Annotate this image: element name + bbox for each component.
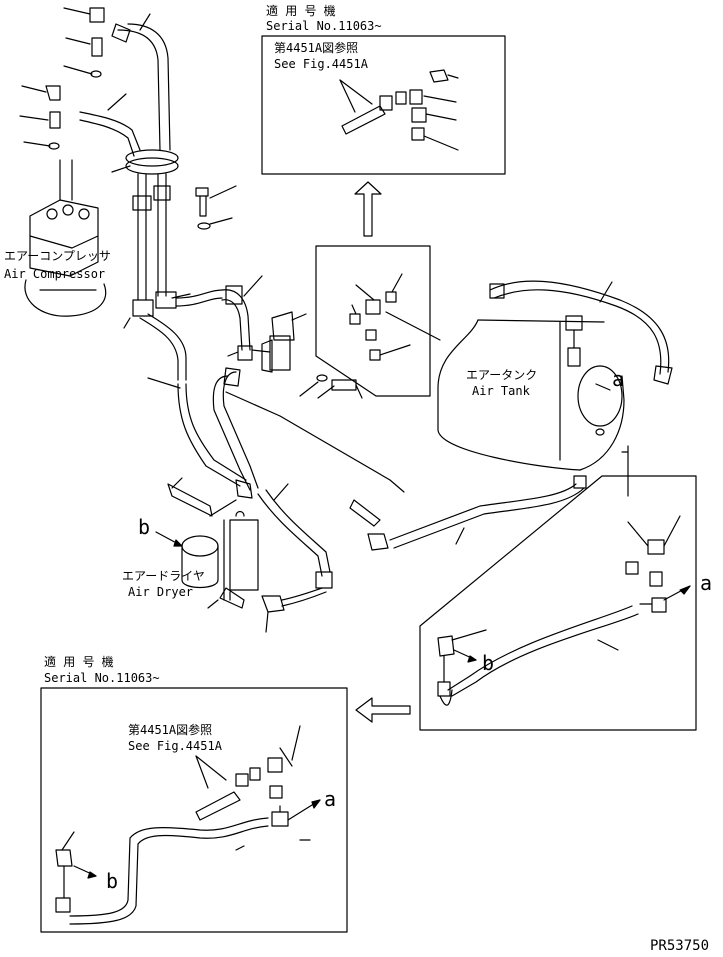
- delivery-tubes: [79, 13, 223, 381]
- governor-area: [221, 275, 363, 399]
- tank-label-jp: エアータンク: [466, 368, 537, 382]
- top-fig-jp: 第4451A図参照: [274, 40, 358, 55]
- compressor-label-jp: エアーコンプレッサ: [4, 249, 111, 263]
- top-serial-jp: 適 用 号 機: [266, 3, 336, 18]
- top-detail-parts: [339, 69, 459, 151]
- compressor-callouts: [19, 7, 105, 150]
- dryer-line: [147, 367, 405, 499]
- tank-label-en: Air Tank: [472, 384, 531, 398]
- dryer-outlet-tube: [257, 483, 333, 633]
- ref-a-arrow-tank: [595, 383, 611, 391]
- tank-supply-tube: [489, 280, 673, 385]
- dryer-label-jp: エアードライヤ: [122, 569, 205, 583]
- arrow-up-icon: [354, 181, 382, 237]
- tank-return-tube: [349, 483, 585, 551]
- bottom-fig-jp: 第4451A図参照: [128, 722, 212, 737]
- bottom-fig-en: See Fig.4451A: [128, 739, 223, 753]
- arrow-left-icon: [355, 697, 411, 723]
- air-compressor: [24, 159, 107, 317]
- bolt-washer-set: [195, 185, 237, 230]
- air-tank: [437, 315, 625, 489]
- top-fig-en: See Fig.4451A: [274, 57, 369, 71]
- bottom-detail-parts: [55, 725, 321, 925]
- bottom-serial-jp: 適 用 号 機: [44, 654, 114, 669]
- bottom-detail-box: [40, 687, 348, 933]
- dryer-label-en: Air Dryer: [128, 585, 193, 599]
- ref-a-bottom: a: [324, 787, 336, 811]
- ref-b-bottom: b: [106, 869, 118, 893]
- right-detail-parts: [437, 515, 691, 706]
- part-code: PR53750: [650, 938, 709, 954]
- ref-b-arrow-dryer: [155, 531, 183, 547]
- ref-a-tank: a: [612, 367, 624, 391]
- middle-callout-parts: [349, 273, 441, 361]
- right-detail-box: [419, 475, 697, 731]
- ref-b-right: b: [482, 651, 494, 675]
- ref-b-dryer: b: [138, 515, 150, 539]
- middle-callout-box: [315, 245, 431, 397]
- compressor-label-en: Air Compressor: [4, 267, 105, 281]
- bottom-serial-en: Serial No.11063~: [44, 671, 160, 685]
- top-detail-box: [261, 35, 506, 175]
- top-serial-en: Serial No.11063~: [266, 19, 382, 33]
- ref-a-right: a: [700, 571, 712, 595]
